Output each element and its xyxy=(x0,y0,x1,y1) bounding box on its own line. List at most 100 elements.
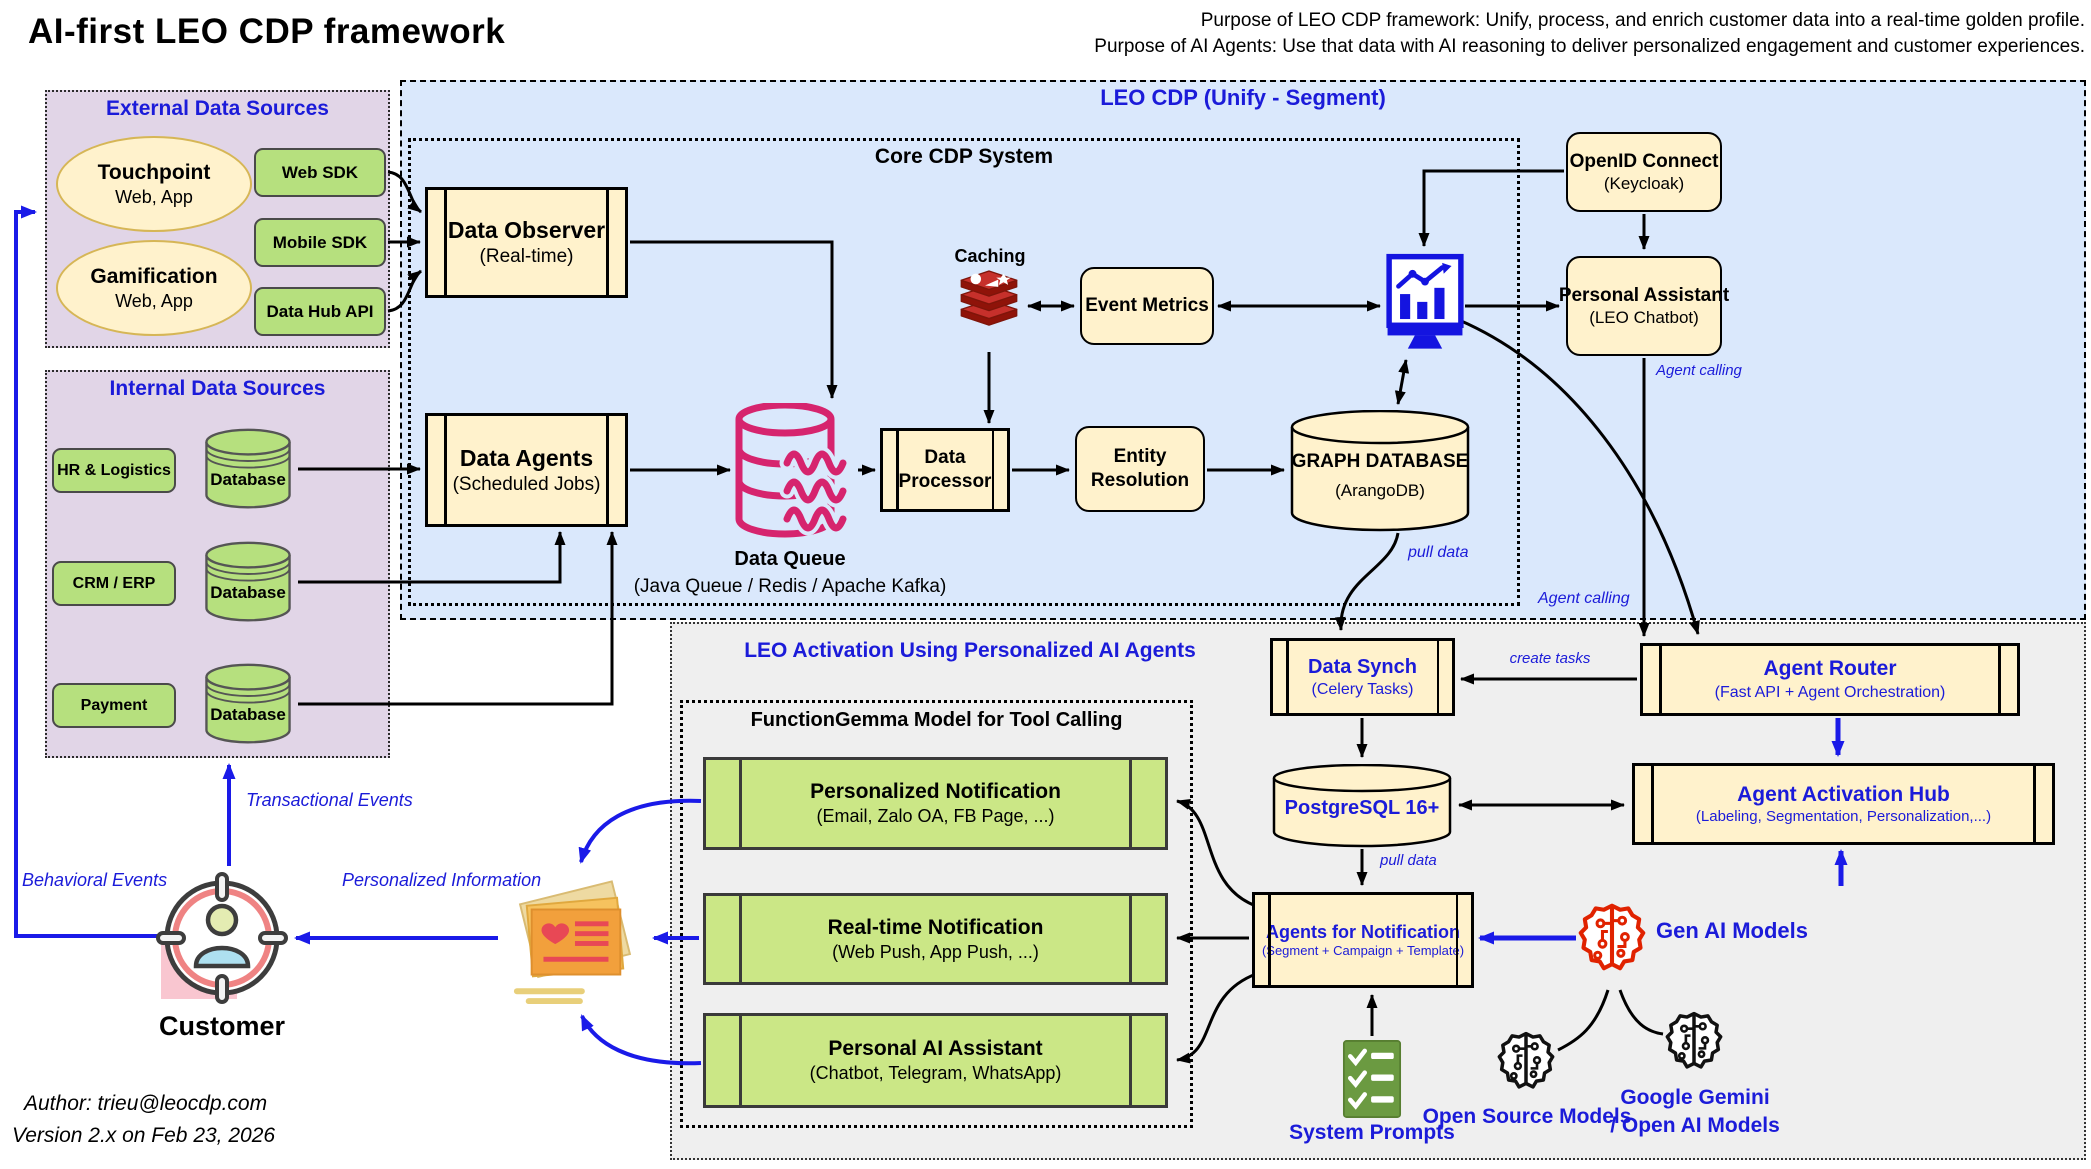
edge-monitor-router-curve xyxy=(1458,318,1700,635)
touchpoint-sub: Web, App xyxy=(115,186,193,207)
pull-data-label-2: pull data xyxy=(1380,852,1437,869)
customer-target-icon xyxy=(156,872,288,1004)
data-synch-sub: (Celery Tasks) xyxy=(1311,680,1414,698)
edge-openid-monitor xyxy=(1418,169,1564,247)
data-observer-node: Data Observer (Real-time) xyxy=(425,187,628,298)
edge-agentsnotif-green3 xyxy=(1176,972,1257,1064)
activation-hub-title: Agent Activation Hub xyxy=(1737,782,1950,806)
edge-datahub-observer xyxy=(387,269,423,313)
pull-data-label-1: pull data xyxy=(1408,544,1469,561)
create-tasks-label: create tasks xyxy=(1509,650,1591,667)
caching-label: Caching xyxy=(954,246,1026,266)
edge-websdk-observer xyxy=(387,170,423,214)
gamification-node: Gamification Web, App xyxy=(56,240,252,336)
author-line: Author: trieu@leocdp.com xyxy=(24,1092,268,1115)
open-source-models-label: Open Source Models xyxy=(1422,1105,1632,1128)
data-queue-title: Data Queue xyxy=(734,548,846,570)
data-agents-sub: (Scheduled Jobs) xyxy=(452,473,601,495)
openid-sub: (Keycloak) xyxy=(1603,174,1685,194)
edge-observer-queue xyxy=(630,240,838,399)
personal-ai-assistant-sub: (Chatbot, Telegram, WhatsApp) xyxy=(809,1063,1062,1084)
gen-ai-label: Gen AI Models xyxy=(1656,918,1808,943)
leo-cdp-panel xyxy=(400,80,2086,620)
gen-ai-brain-icon xyxy=(1578,888,1646,990)
data-synch-node: Data Synch (Celery Tasks) xyxy=(1270,638,1455,716)
personal-assistant-sub: (LEO Chatbot) xyxy=(1589,308,1699,328)
version-line: Version 2.x on Feb 23, 2026 xyxy=(12,1124,276,1147)
personalized-letters-icon xyxy=(500,878,648,1008)
database-label: Database xyxy=(210,470,286,489)
customer-label: Customer xyxy=(158,1011,286,1041)
database-label: Database xyxy=(210,705,286,724)
purpose-line-1: Purpose of LEO CDP framework: Unify, pro… xyxy=(1200,10,2085,31)
mobile-sdk-node: Mobile SDK xyxy=(254,218,386,267)
personalized-notification-title: Personalized Notification xyxy=(810,780,1061,804)
behavioral-events-label: Behavioral Events xyxy=(22,870,168,890)
agent-calling-label-right: Agent calling xyxy=(1656,362,1742,379)
crm-erp-node: CRM / ERP xyxy=(52,561,176,606)
agent-calling-label-left: Agent calling xyxy=(1538,590,1630,607)
analytics-monitor-icon xyxy=(1386,252,1464,358)
functiongemma-frame xyxy=(680,700,1193,1128)
realtime-notification-sub: (Web Push, App Push, ...) xyxy=(832,941,1039,962)
edge-green1-envelope xyxy=(578,798,702,864)
edge-paymentdb-dataagents xyxy=(298,531,618,706)
data-hub-api-node: Data Hub API xyxy=(254,287,386,336)
graph-database-sub: (ArangoDB) xyxy=(1335,481,1425,500)
personalized-notification-node: Personalized Notification (Email, Zalo O… xyxy=(703,757,1168,850)
event-metrics-node: Event Metrics xyxy=(1080,267,1214,345)
system-prompts-label: System Prompts xyxy=(1289,1121,1455,1144)
entity-resolution-l2: Resolution xyxy=(1090,470,1190,491)
gemini-label-line2: / Open AI Models xyxy=(1610,1114,1780,1137)
realtime-notification-node: Real-time Notification (Web Push, App Pu… xyxy=(703,893,1168,985)
touchpoint-title: Touchpoint xyxy=(97,160,211,184)
personal-ai-assistant-title: Personal AI Assistant xyxy=(828,1037,1043,1061)
transactional-events-label: Transactional Events xyxy=(246,790,413,810)
database-icon: Database xyxy=(200,662,296,747)
realtime-notification-title: Real-time Notification xyxy=(827,915,1044,939)
postgresql-label: PostgreSQL 16+ xyxy=(1284,797,1440,819)
edge-green3-envelope xyxy=(580,1014,702,1066)
personalized-information-label: Personalized Information xyxy=(342,870,542,890)
data-agents-node: Data Agents (Scheduled Jobs) xyxy=(425,413,628,527)
data-queue-sub: (Java Queue / Redis / Apache Kafka) xyxy=(633,576,947,597)
web-sdk-node: Web SDK xyxy=(254,148,386,197)
gemini-brain-icon xyxy=(1665,1002,1723,1082)
edge-crmdb-dataagents xyxy=(298,531,566,584)
internal-sources-title: Internal Data Sources xyxy=(109,377,326,400)
graph-database-title: GRAPH DATABASE xyxy=(1291,451,1469,472)
database-icon: Database xyxy=(200,427,296,512)
openid-connect-node: OpenID Connect (Keycloak) xyxy=(1566,132,1722,212)
hr-logistics-node: HR & Logistics xyxy=(52,448,176,493)
data-processor-node: Data Processor xyxy=(880,428,1010,512)
core-cdp-frame xyxy=(408,138,1520,606)
core-cdp-title: Core CDP System xyxy=(874,145,1054,168)
data-queue-icon xyxy=(735,403,870,543)
activation-hub-sub: (Labeling, Segmentation, Personalization… xyxy=(1695,807,1992,825)
system-prompts-icon xyxy=(1341,1040,1403,1118)
gemini-models-label: Google Gemini / Open AI Models xyxy=(1592,1084,1798,1140)
agents-for-notification-node: Agents for Notification (Segment + Campa… xyxy=(1252,892,1474,988)
payment-node: Payment xyxy=(52,683,176,728)
data-synch-title: Data Synch xyxy=(1308,655,1417,678)
agents-notif-sub: (Segment + Campaign + Template) xyxy=(1261,943,1465,959)
edge-genai-opensource xyxy=(1557,989,1610,1052)
data-processor-l1: Data xyxy=(924,447,966,469)
data-processor-l2: Processor xyxy=(898,471,992,492)
leo-cdp-title: LEO CDP (Unify - Segment) xyxy=(1100,85,1386,110)
personal-ai-assistant-node: Personal AI Assistant (Chatbot, Telegram… xyxy=(703,1013,1168,1108)
agent-router-sub: (Fast API + Agent Orchestration) xyxy=(1714,683,1946,701)
edge-customer-external-behavioral xyxy=(14,205,158,938)
data-observer-sub: (Real-time) xyxy=(479,246,574,267)
activation-title: LEO Activation Using Personalized AI Age… xyxy=(744,639,1196,662)
entity-resolution-l1: Entity xyxy=(1113,446,1167,468)
functiongemma-title: FunctionGemma Model for Tool Calling xyxy=(750,709,1123,731)
data-agents-title: Data Agents xyxy=(459,444,594,471)
touchpoint-node: Touchpoint Web, App xyxy=(56,136,252,232)
gamification-title: Gamification xyxy=(90,264,218,288)
gemini-label-line1: Google Gemini xyxy=(1620,1086,1770,1109)
page-title: AI-first LEO CDP framework xyxy=(28,12,506,51)
agents-notif-title: Agents for Notification xyxy=(1266,921,1460,942)
external-sources-title: External Data Sources xyxy=(106,97,329,120)
